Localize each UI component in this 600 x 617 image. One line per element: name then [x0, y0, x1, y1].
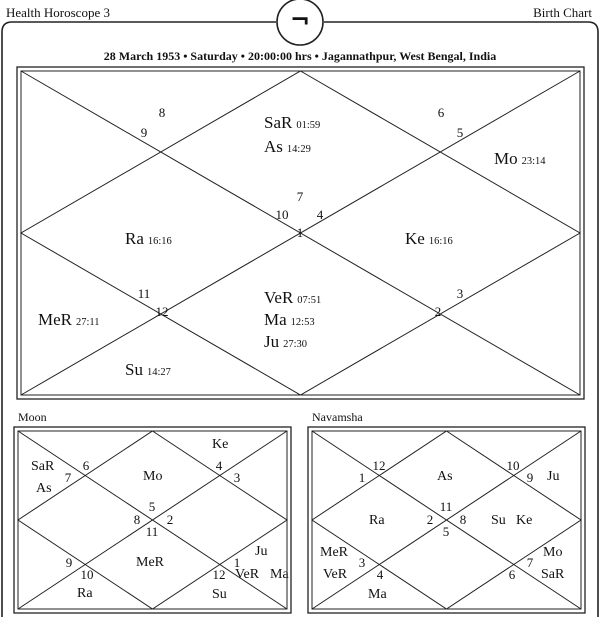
brand-logo: ¬ [289, 6, 311, 34]
planet-label: As [437, 469, 453, 484]
house-number: 4 [216, 458, 223, 473]
house-number: 1 [359, 470, 366, 485]
house-number: 3 [457, 286, 464, 301]
planet-label: SaR [541, 567, 565, 582]
house-number: 9 [141, 125, 148, 140]
planet-label: As [36, 481, 52, 496]
planet-label: Ke [516, 513, 532, 528]
house-number: 1 [297, 225, 304, 240]
house-number: 1 [234, 555, 241, 570]
house-number: 2 [427, 512, 434, 527]
house-number: 2 [435, 304, 442, 319]
planet-label: Ju [255, 544, 267, 559]
house-number: 9 [527, 470, 534, 485]
planet-entry: Mo 23:14 [494, 149, 546, 168]
house-number: 4 [377, 567, 384, 582]
planet-entry: MeR 27:11 [38, 310, 100, 329]
house-number: 5 [149, 499, 156, 514]
house-number: 12 [156, 304, 169, 319]
planet-label: SaR [31, 459, 55, 474]
planet-label: VeR [323, 567, 348, 582]
planet-label: MeR [136, 555, 165, 570]
planet-entry: SaR 01:59 [264, 113, 320, 132]
house-number: 10 [276, 207, 289, 222]
planet-label: Mo [543, 545, 562, 560]
moon-chart-title: Moon [18, 410, 47, 424]
planet-label: MeR [320, 545, 349, 560]
navamsha-chart-title: Navamsha [312, 410, 363, 424]
planet-label: Ke [212, 437, 228, 452]
planet-label: Su [212, 587, 227, 602]
chart-type-label: Birth Chart [533, 5, 592, 20]
house-number: 5 [443, 524, 450, 539]
house-number: 3 [234, 470, 241, 485]
planet-entry: Ke 16:16 [405, 229, 453, 248]
app-title: Health Horoscope 3 [6, 5, 110, 20]
planet-entry: VeR 07:51 [264, 288, 321, 307]
planet-label: Ra [77, 586, 93, 601]
house-number: 3 [359, 555, 366, 570]
house-number: 10 [81, 567, 94, 582]
planet-entry: Ma 12:53 [264, 310, 315, 329]
house-number: 10 [507, 458, 520, 473]
house-number: 11 [440, 499, 453, 514]
planet-entry: Su 14:27 [125, 360, 171, 379]
planet-label: Ra [369, 513, 385, 528]
house-number: 8 [159, 105, 166, 120]
house-number: 6 [83, 458, 90, 473]
house-number: 12 [373, 458, 386, 473]
house-number: 7 [527, 555, 534, 570]
house-number: 2 [167, 512, 174, 527]
house-number: 11 [146, 524, 159, 539]
house-number: 4 [317, 207, 324, 222]
house-number: 8 [134, 512, 141, 527]
house-number: 8 [460, 512, 467, 527]
house-number: 9 [66, 555, 73, 570]
house-number: 11 [138, 286, 151, 301]
planet-label: Ju [547, 469, 559, 484]
house-number: 6 [438, 105, 445, 120]
planet-entry: Ju 27:30 [264, 332, 307, 351]
planet-label: VeR [235, 567, 260, 582]
house-number: 7 [65, 470, 72, 485]
planet-entry: Ra 16:16 [125, 229, 172, 248]
planet-entry: As 14:29 [264, 137, 311, 156]
planet-label: Ma [368, 587, 387, 602]
house-number: 7 [297, 189, 304, 204]
house-number: 6 [509, 567, 516, 582]
planet-label: Ma [270, 567, 289, 582]
birth-details: 28 March 1953 • Saturday • 20:00:00 hrs … [103, 49, 497, 63]
planet-label: Su [491, 513, 506, 528]
house-number: 12 [213, 567, 226, 582]
house-number: 5 [457, 125, 464, 140]
planet-label: Mo [143, 469, 162, 484]
